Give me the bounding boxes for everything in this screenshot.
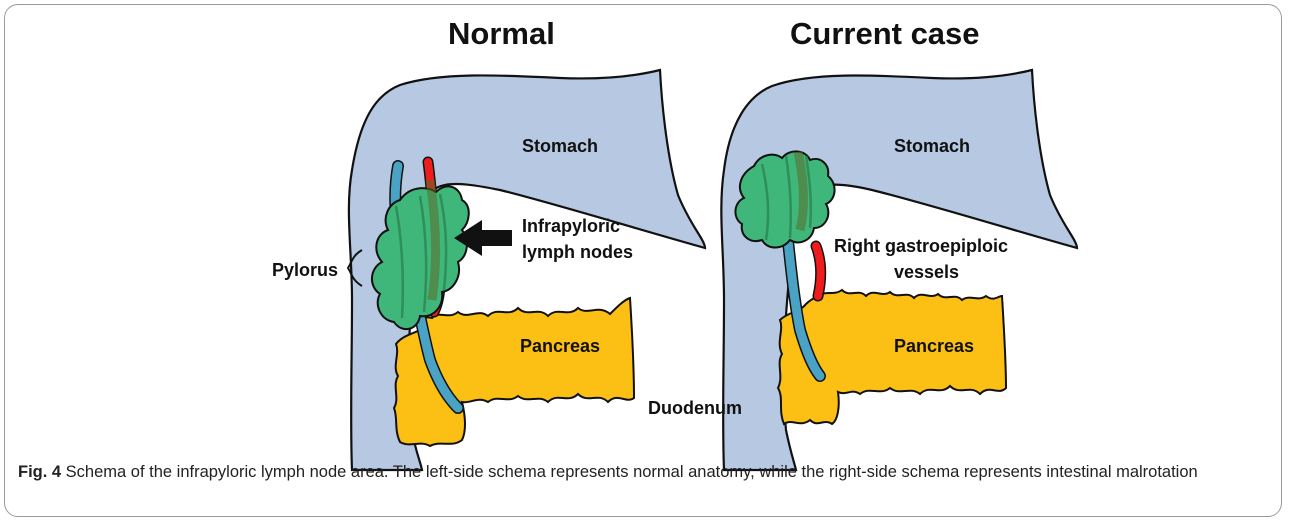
label-lymph-nodes: lymph nodes: [522, 242, 633, 262]
label-stomach-current: Stomach: [894, 136, 970, 156]
current-case-schema: Stomach Right gastroepiploic vessels Pan…: [648, 70, 1077, 470]
caption-label: Fig. 4: [18, 463, 61, 481]
label-stomach-normal: Stomach: [522, 136, 598, 156]
normal-schema: Stomach Infrapyloric lymph nodes Pylorus…: [272, 70, 705, 470]
label-pancreas-current: Pancreas: [894, 336, 974, 356]
figure-caption: Fig. 4 Schema of the infrapyloric lymph …: [18, 460, 1258, 484]
label-pylorus: Pylorus: [272, 260, 338, 280]
caption-text: Schema of the infrapyloric lymph node ar…: [61, 463, 1198, 481]
label-pancreas-normal: Pancreas: [520, 336, 600, 356]
label-vessels: vessels: [894, 262, 959, 282]
label-right-gastroepiploic: Right gastroepiploic: [834, 236, 1008, 256]
label-duodenum: Duodenum: [648, 398, 742, 418]
label-infrapyloric: Infrapyloric: [522, 216, 620, 236]
